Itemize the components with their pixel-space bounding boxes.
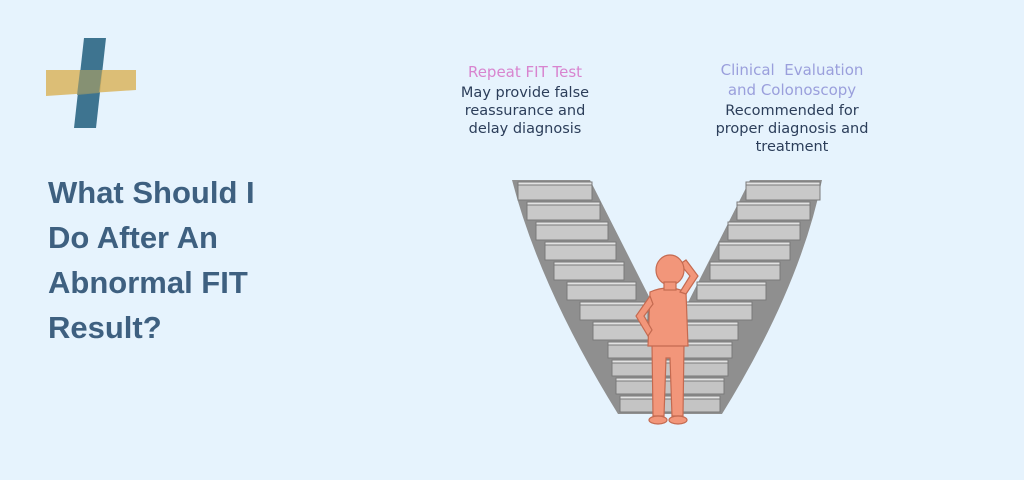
stair-tread: [683, 301, 753, 306]
title-line: Do After An: [48, 220, 218, 255]
description-line: Recommended for: [725, 103, 859, 119]
stair-tread: [579, 301, 649, 306]
stair-tread: [566, 281, 637, 286]
person-figure: [635, 254, 699, 425]
option-repeat-fit-test: Repeat FIT Test May provide false reassu…: [432, 62, 618, 138]
stair-tread: [535, 221, 609, 226]
stair-tread: [544, 241, 617, 246]
stair-tread: [517, 181, 593, 186]
right-staircase: [670, 181, 821, 341]
title-line: Result?: [48, 310, 162, 345]
description-line: reassurance and: [464, 103, 586, 119]
stair-tread: [696, 281, 767, 286]
title-line: Abnormal FIT: [48, 265, 248, 300]
person-at-crossroads-stairs-illustration-icon: [512, 180, 822, 425]
option-heading: Repeat FIT Test: [467, 63, 583, 81]
option-clinical-evaluation: Clinical Evaluation and Colonoscopy Reco…: [688, 60, 896, 156]
option-description: Recommended for proper diagnosis and tre…: [688, 102, 896, 156]
stair-tread: [553, 261, 625, 266]
medical-cross-logo-icon: [46, 38, 136, 128]
stair-tread: [526, 201, 601, 206]
option-description: May provide false reassurance and delay …: [432, 84, 618, 138]
stair-tread: [619, 395, 721, 400]
stair-tread: [709, 261, 781, 266]
stair-tread: [745, 181, 821, 186]
title-line: What Should I: [48, 175, 255, 210]
description-line: delay diagnosis: [468, 121, 582, 137]
heading-line: Clinical Evaluation: [720, 61, 864, 79]
description-line: treatment: [755, 139, 829, 155]
page-title: What Should I Do After An Abnormal FIT R…: [48, 170, 348, 350]
description-line: proper diagnosis and: [715, 121, 869, 137]
left-staircase: [517, 181, 661, 341]
stair-tread: [727, 221, 801, 226]
option-heading: Clinical Evaluation and Colonoscopy: [688, 60, 896, 100]
stair-tread: [736, 201, 811, 206]
heading-line: and Colonoscopy: [727, 81, 857, 99]
stair-tread: [615, 377, 725, 382]
stair-tread: [718, 241, 791, 246]
description-line: May provide false: [460, 85, 590, 101]
